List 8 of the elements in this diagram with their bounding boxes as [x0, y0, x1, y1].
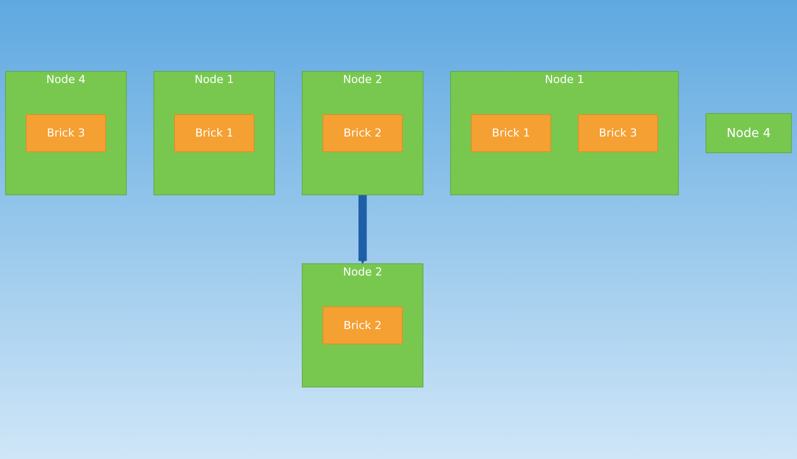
- node-box: Brick 1: [174, 114, 254, 152]
- node-box: Node 4: [706, 113, 792, 154]
- arrow: [358, 195, 367, 264]
- node-box: Brick 1: [470, 114, 552, 152]
- node-box: Brick 3: [578, 114, 658, 152]
- node-box: Brick 3: [26, 114, 106, 152]
- node-box: Brick 2: [322, 114, 403, 152]
- node-box: Brick 2: [322, 306, 403, 345]
